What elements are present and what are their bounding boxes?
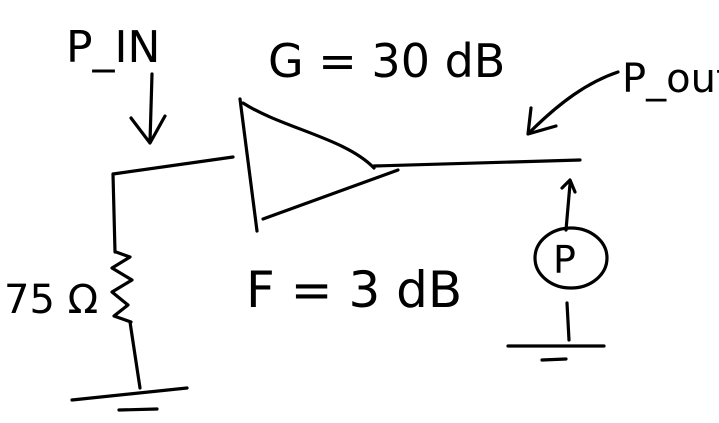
amplifier-top-edge: [241, 101, 376, 170]
noise-figure-text: F = 3 dB: [246, 261, 462, 319]
meter-connection-head: [560, 178, 577, 194]
input-wire: [111, 155, 235, 254]
power-meter-label: P: [553, 238, 576, 282]
p-out-text: P_out: [622, 56, 719, 102]
resistor-zigzag: [110, 250, 134, 324]
p-in-arrow-shaft: [148, 72, 154, 144]
output-wire: [372, 158, 582, 168]
source-resistance-label: 75 Ω: [4, 277, 98, 323]
p-out-arrow-head: [526, 106, 558, 136]
source-resistance-text: 75 Ω: [4, 277, 98, 323]
p-in-text: P_IN: [66, 22, 160, 73]
noise-figure-label: F = 3 dB: [246, 261, 462, 319]
p-in-label: P_IN: [66, 22, 160, 73]
resistor-ground-wire: [128, 320, 142, 390]
right-ground-small-bar: [540, 357, 568, 362]
left-ground-small-bar: [117, 407, 159, 412]
gain-label: G = 30 dB: [268, 34, 505, 88]
meter-connection-shaft: [564, 182, 572, 232]
amplifier-triangle: [238, 97, 400, 233]
p-out-label: P_out: [622, 56, 719, 102]
p-out-arrow: [526, 70, 620, 136]
p-out-arrow-shaft: [527, 70, 620, 135]
meter-connection-arrow: [560, 178, 577, 232]
p-in-arrow-head: [129, 114, 167, 145]
power-meter-circle: [533, 226, 609, 290]
p-in-arrow: [129, 72, 167, 145]
gain-text: G = 30 dB: [268, 34, 505, 88]
meter-ground-wire: [565, 301, 571, 342]
right-ground-symbol: [506, 344, 606, 362]
amplifier-left-edge: [238, 97, 259, 233]
power-meter: P: [533, 226, 609, 290]
amplifier-bottom-edge: [261, 168, 400, 221]
left-ground-main-bar: [70, 386, 189, 402]
left-ground-symbol: [70, 386, 189, 412]
